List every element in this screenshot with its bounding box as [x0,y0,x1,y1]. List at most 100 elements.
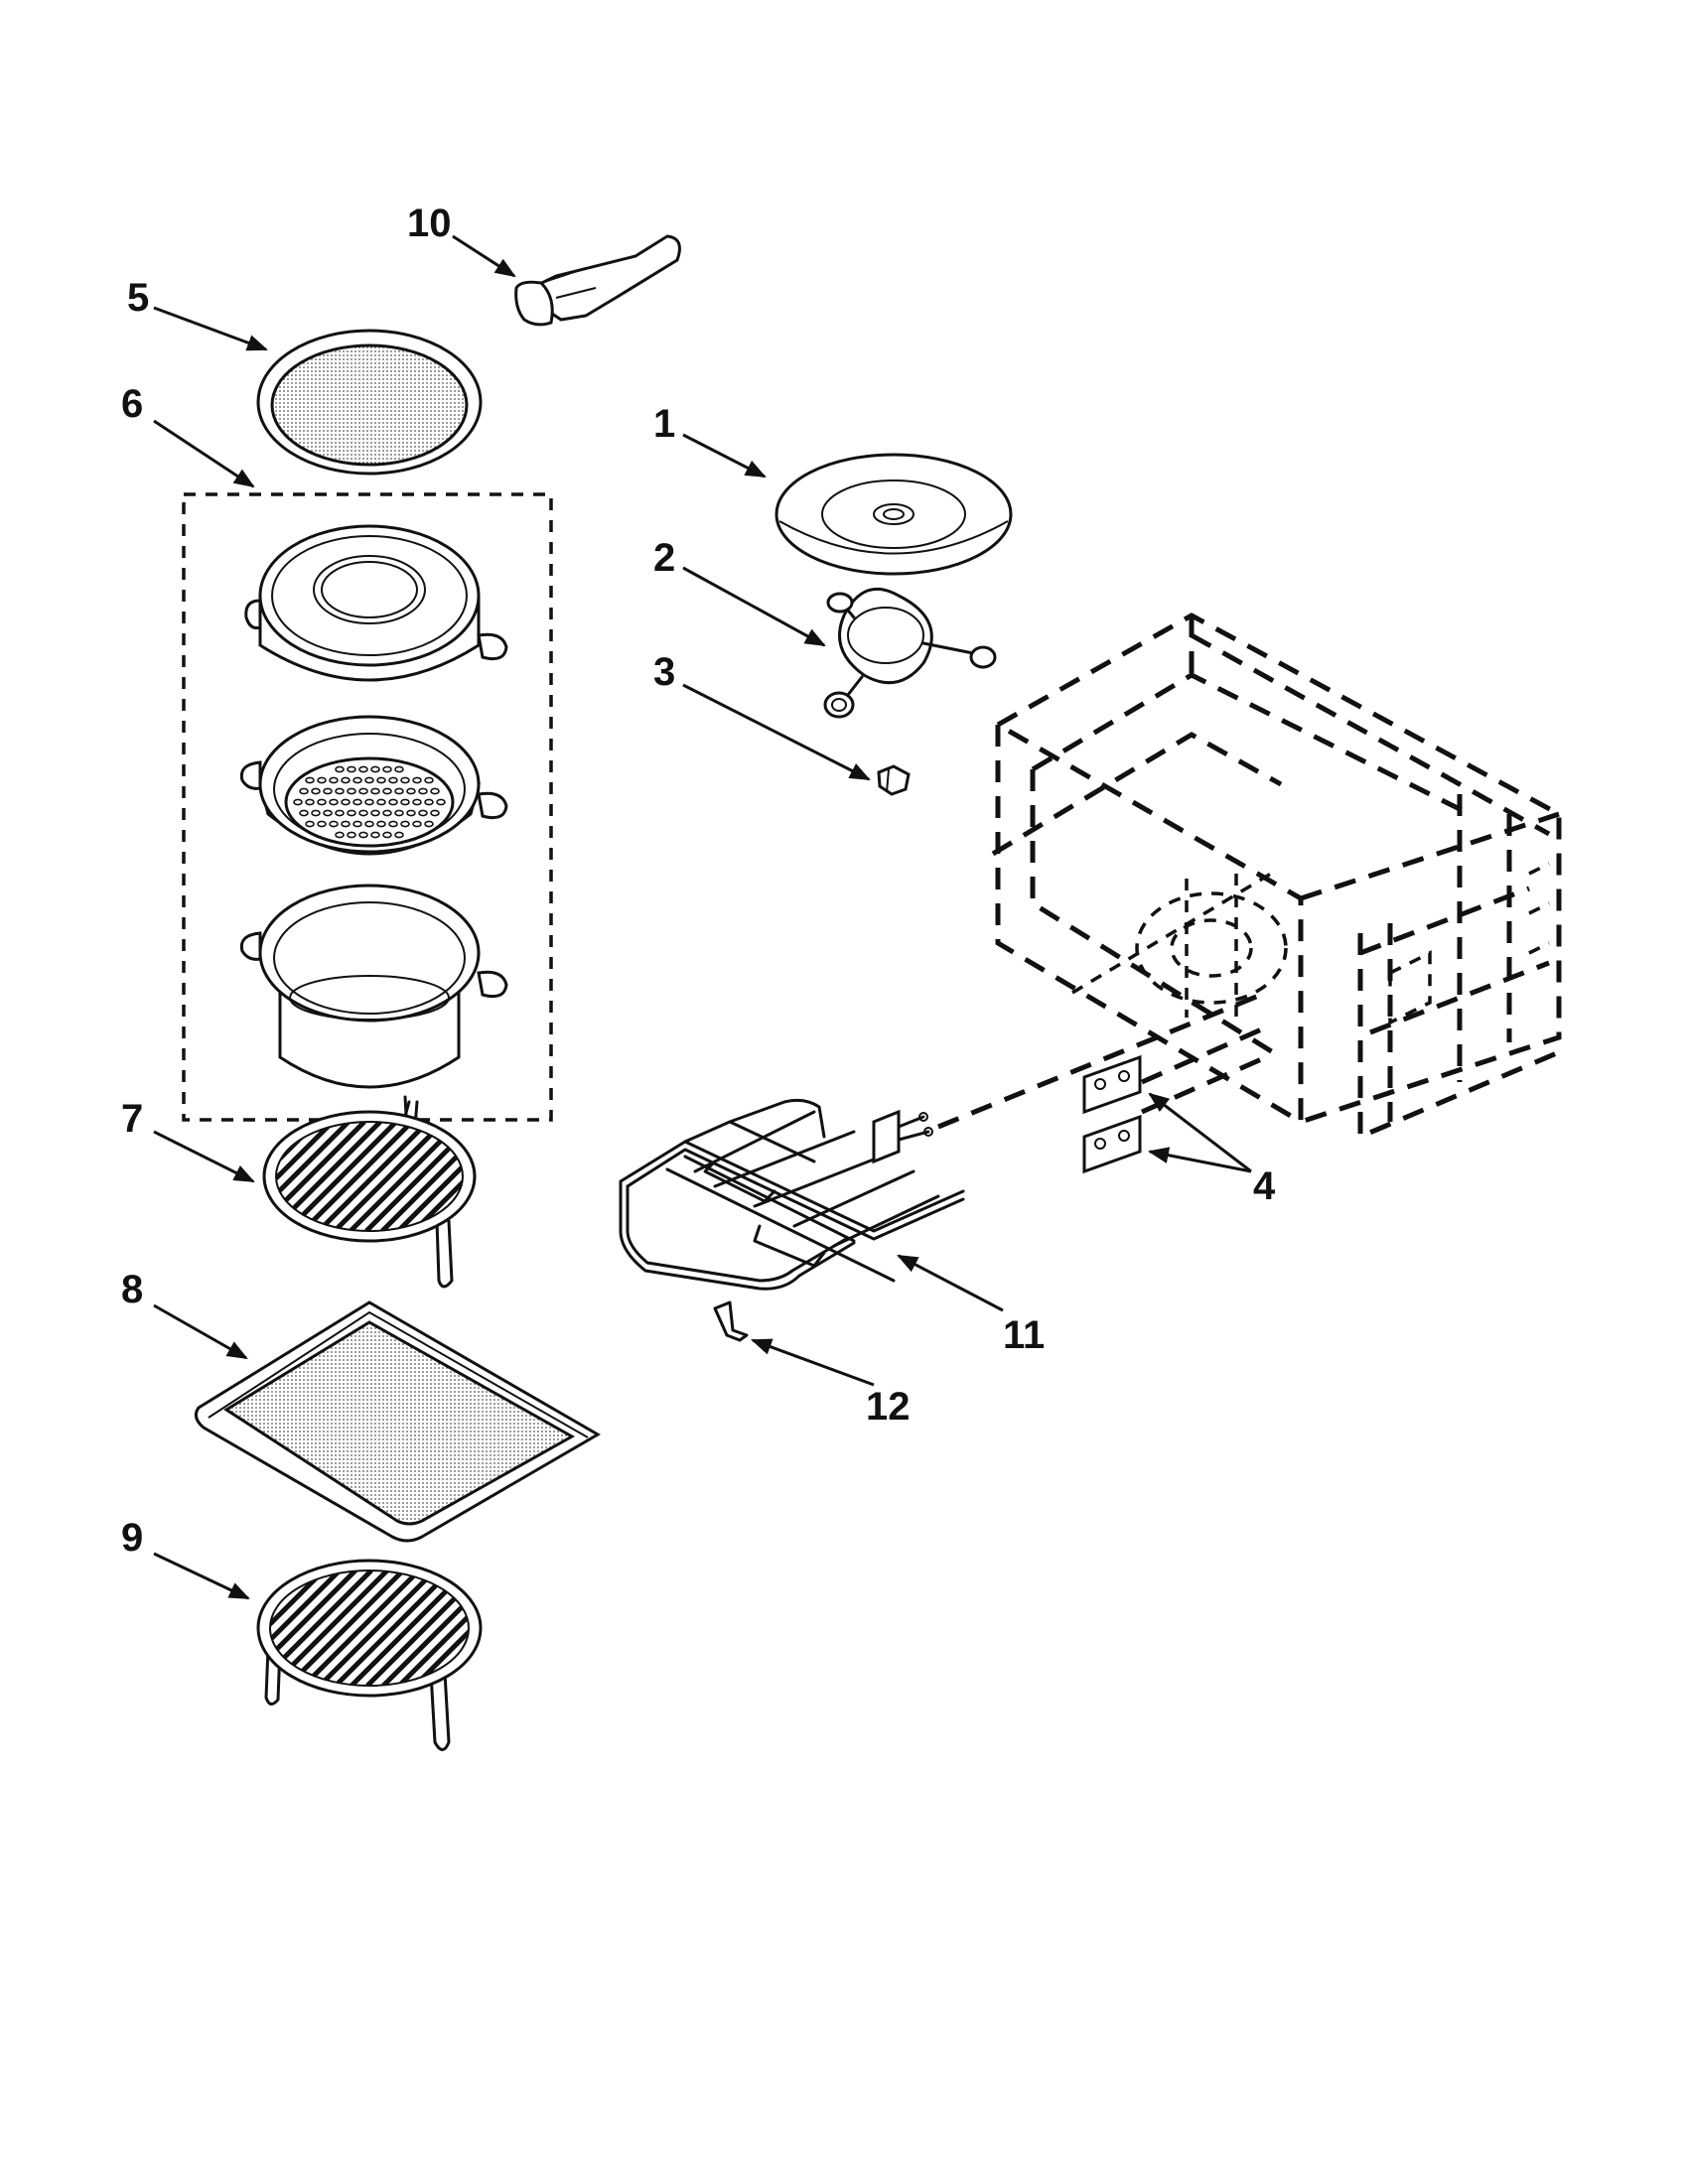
perforation-hole [329,798,339,806]
grill-bar [397,1570,469,1686]
grill-bar [270,1570,326,1686]
perforation-hole [347,787,356,795]
part-11-heating-element [619,1098,965,1291]
callout-arrows [153,234,1252,1600]
perforation-hole [341,798,351,806]
steamer-pot-tier [239,884,508,1089]
part-9-rack [113,1559,626,1751]
perforation-hole [358,787,368,795]
part-2-roller-support [823,587,997,719]
perforation-hole [376,820,386,828]
callout-10: 10 [407,202,452,245]
perforation-hole [370,831,380,839]
grill-bar [479,1570,594,1686]
callout-5: 5 [127,276,149,320]
perforation-hole [358,809,368,817]
perforation-hole [311,787,321,795]
part-4-brackets [1082,1054,1142,1174]
perforation-hole [370,765,380,773]
steamer-perforated-tier [239,715,508,856]
grill-bar [334,1570,453,1686]
part-10-handle [514,234,681,327]
perforation-hole [406,809,416,817]
grill-bar [276,1122,335,1231]
perforation-hole [430,809,440,817]
perforation-hole [376,798,386,806]
perforation-hole [335,787,345,795]
part-1-turntable [774,453,1013,576]
perforation-hole [335,809,345,817]
perforation-hole [400,820,410,828]
grill-bar [460,1122,463,1231]
perforation-hole [382,765,392,773]
perforation-hole [311,809,321,817]
perforation-hole [394,831,404,839]
part-8-tray [194,1300,601,1543]
callout-2: 2 [653,536,675,580]
callout-11: 11 [1003,1313,1045,1357]
perforation-hole [382,787,392,795]
perforation-hole [317,776,327,784]
perforation-hole [418,809,428,817]
part-3-coupler [877,764,911,796]
perforation-hole [406,787,416,795]
perforation-hole [305,820,315,828]
callout-6: 6 [121,382,143,426]
grill-bar [510,1570,626,1686]
perforation-hole [394,787,404,795]
perforation-hole [370,809,380,817]
grill-bar [301,1122,414,1231]
perforation-hole [364,820,374,828]
perforation-hole [400,776,410,784]
grill-bar [317,1122,430,1231]
grill-bar [128,1122,237,1231]
perforation-hole [323,809,333,817]
grill-bar [276,1122,351,1231]
callout-3: 3 [653,650,675,694]
perforation-hole [370,787,380,795]
perforation-hole [358,831,368,839]
perforation-hole [364,776,374,784]
grill-bar [478,1122,587,1231]
perforation-hole [329,820,339,828]
grill-bar [285,1122,398,1231]
grill-bar [144,1122,253,1231]
perforation-hole [323,787,333,795]
part-6-steamer-set [182,492,553,1122]
steamer-top-tier [244,524,508,682]
grill-bar [113,1570,228,1686]
perforation-hole [317,820,327,828]
perforation-hole [424,820,434,828]
callout-4: 4 [1253,1164,1276,1208]
perforation-hole [382,809,392,817]
perforation-hole [436,798,446,806]
perforation-hole [341,776,351,784]
perforation-hole [347,809,356,817]
perforation-hole [400,798,410,806]
perforation-hole [394,765,404,773]
perforation-hole [352,798,362,806]
perforation-hole [305,798,315,806]
callout-12: 12 [866,1385,911,1429]
perforation-hole [347,831,356,839]
perforation-hole [412,798,422,806]
perforation-hole [305,776,315,784]
perforation-hole [424,798,434,806]
callout-7: 7 [121,1097,143,1141]
grill-bar [270,1570,342,1686]
perforation-hole [299,809,309,817]
assembly-leader-lines [937,990,1268,1130]
perforation-hole [388,820,398,828]
perforation-hole [352,776,362,784]
part-5-lid [256,329,483,476]
grill-bar [380,1122,463,1231]
perforation-hole [335,765,345,773]
perforation-hole [424,776,434,784]
grill-bar [493,1122,603,1231]
perforation-hole [293,798,303,806]
grill-bar [396,1122,463,1231]
perforation-hole [347,765,356,773]
perforation-hole [329,776,339,784]
perforation-hole [412,820,422,828]
